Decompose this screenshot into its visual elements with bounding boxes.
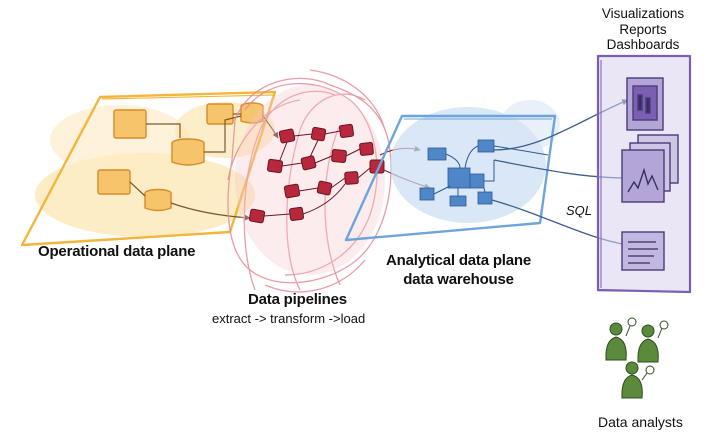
warehouse-title: data warehouse <box>403 271 514 288</box>
pipeline-node <box>248 123 385 224</box>
visualization-card <box>626 77 664 131</box>
analysts-label: Data analysts <box>598 414 683 430</box>
pipelines-label: Data pipelines <box>248 291 347 308</box>
analytical-plane-title: Analytical data plane <box>386 252 532 269</box>
consumer-dashboards: Dashboards <box>606 37 680 52</box>
operational-links <box>129 113 279 221</box>
consumer-visualizations: Visualizations <box>601 6 685 21</box>
analyst-figure <box>605 317 637 361</box>
warehouse-links <box>433 145 549 196</box>
report-card <box>621 134 679 203</box>
operational-plane-label: Operational data plane <box>38 243 196 260</box>
pipelines-region <box>227 69 392 293</box>
analytical-plane <box>344 100 560 242</box>
sql-label: SQL <box>566 203 593 218</box>
consumers-panel <box>596 54 692 294</box>
analyst-figure <box>621 361 655 399</box>
analytical-plane-label: Analytical data plane data warehouse <box>386 251 531 289</box>
consumers-label: Visualizations Reports Dashboards <box>596 6 690 53</box>
pipelines-sublabel: extract -> transform ->load <box>212 311 366 326</box>
consumer-reports: Reports <box>619 21 667 37</box>
pipeline-links <box>263 130 371 217</box>
dashboard-card <box>621 231 665 271</box>
analysts-group <box>605 317 669 399</box>
analyst-figure <box>637 320 669 363</box>
